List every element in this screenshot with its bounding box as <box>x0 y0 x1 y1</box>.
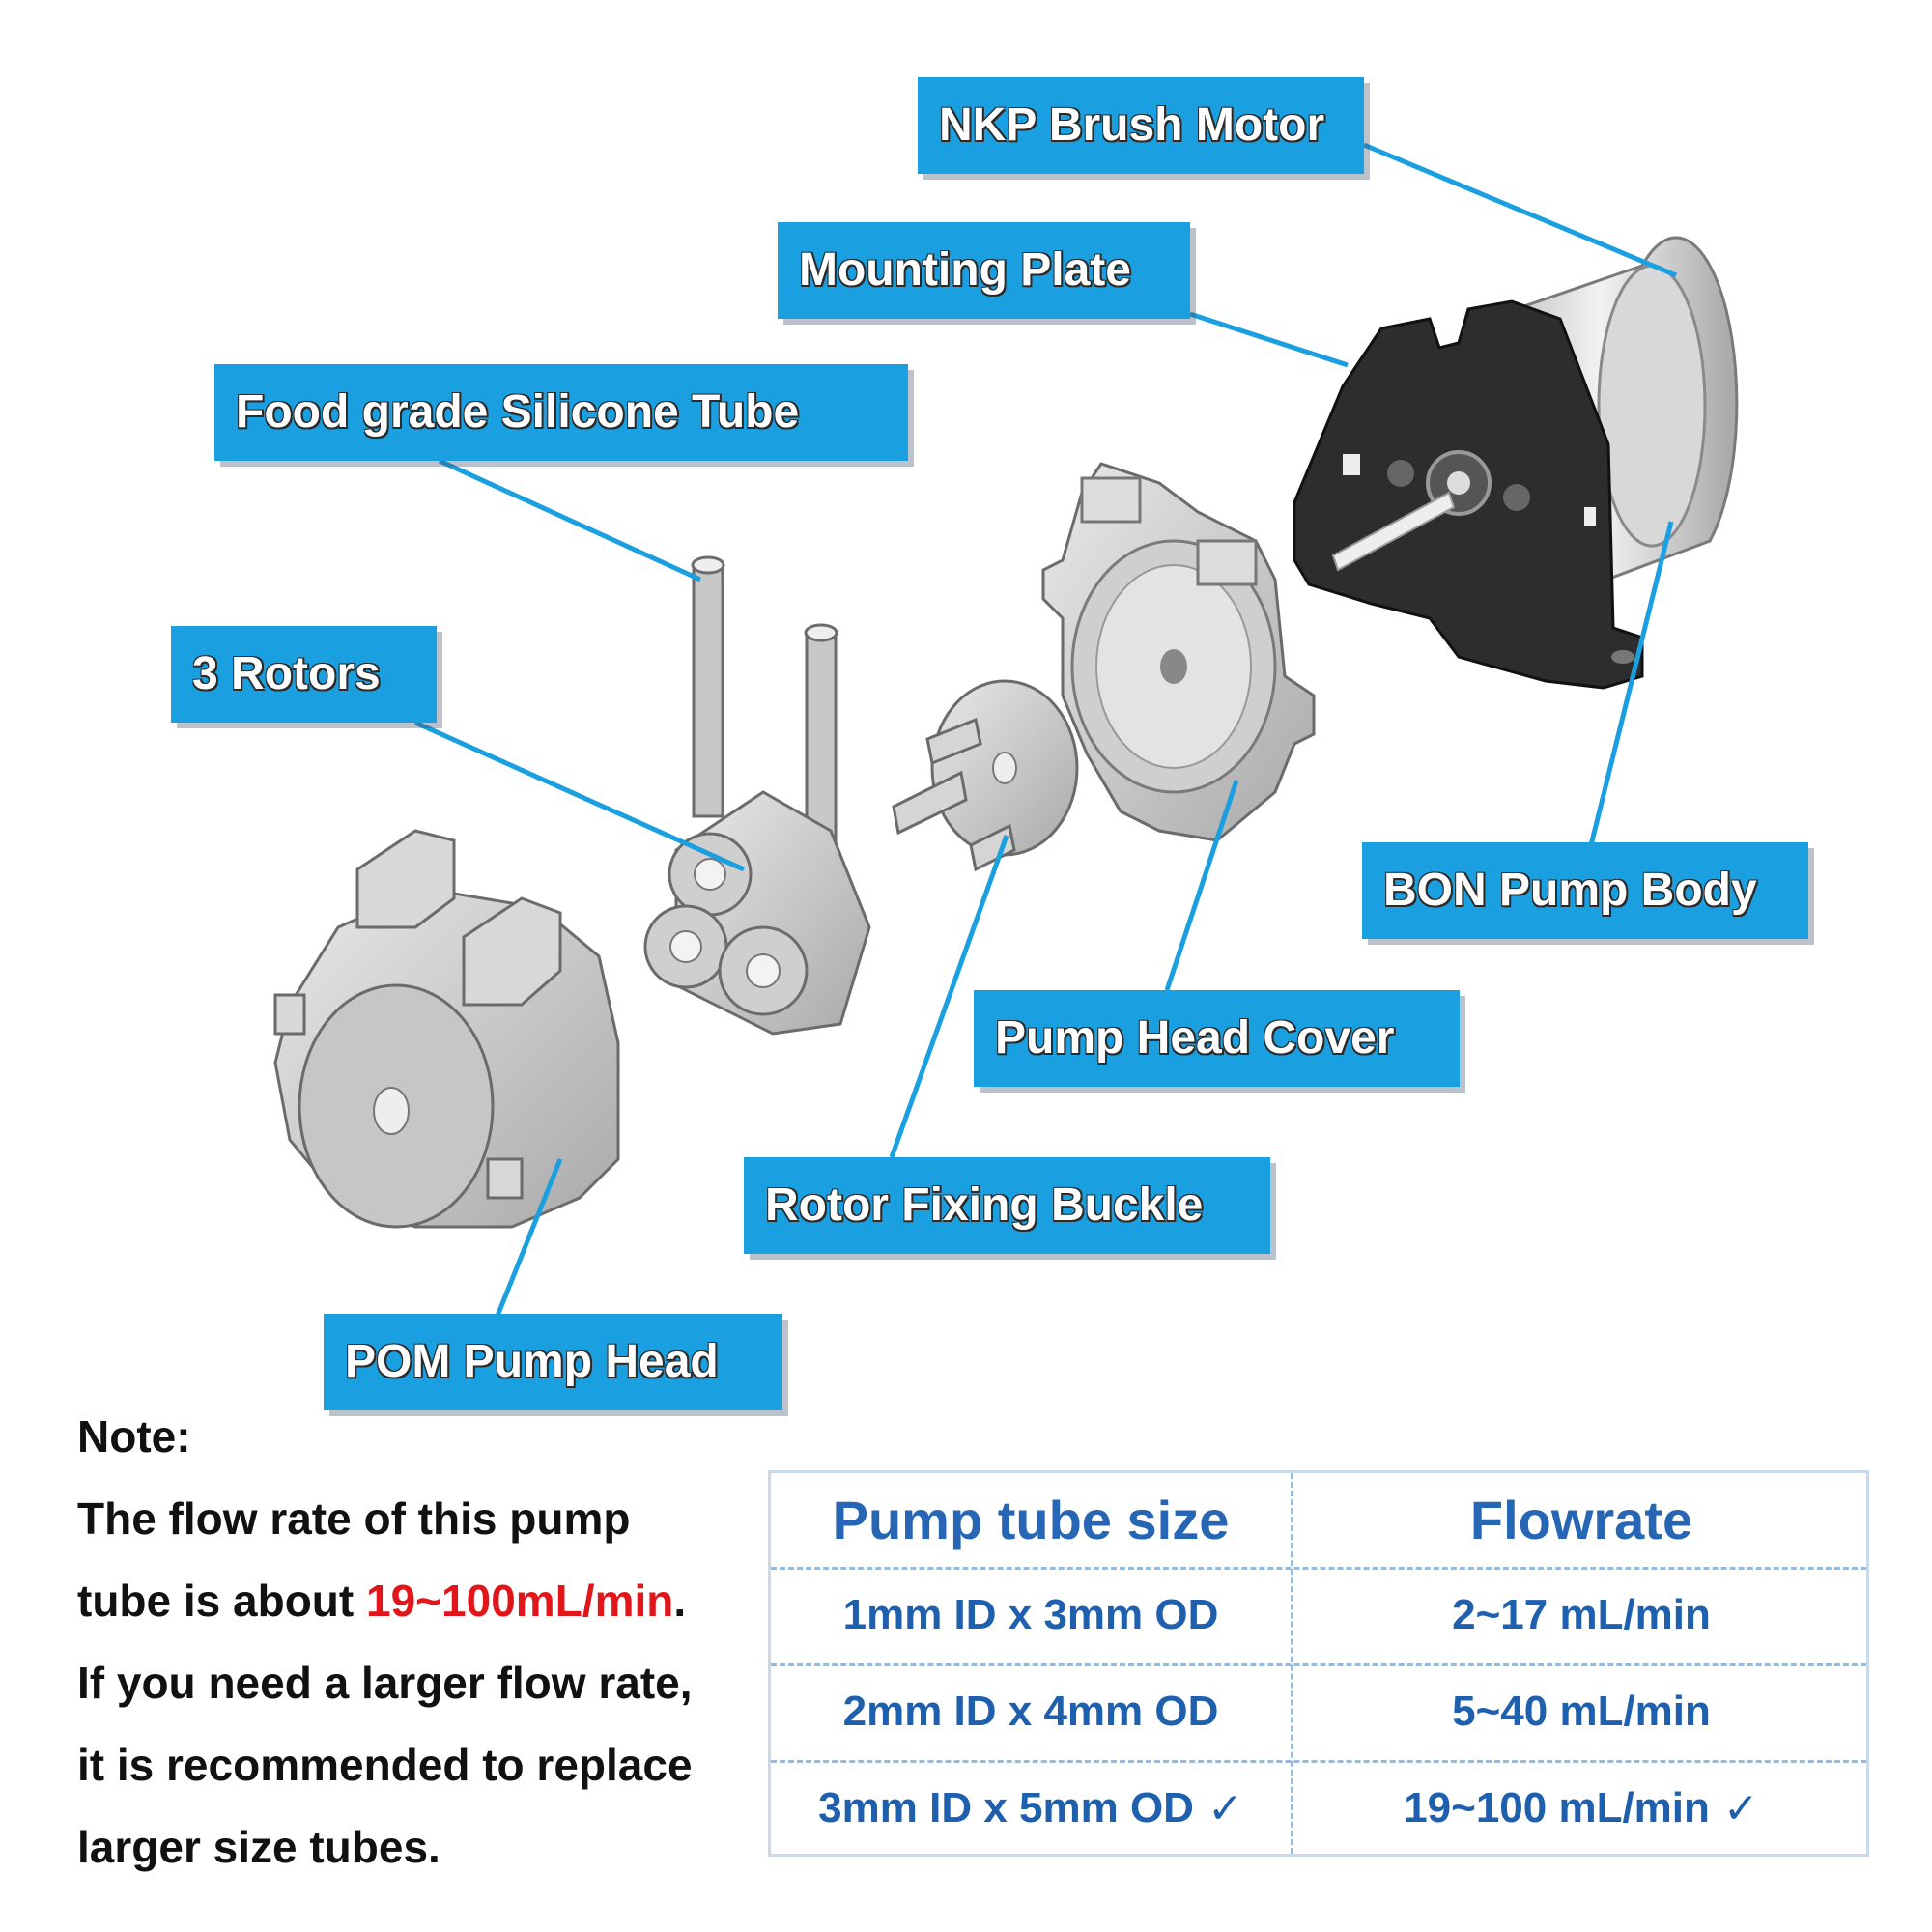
leader-line-pump-body <box>1588 521 1674 846</box>
rotor-fixing-buckle-illustration <box>892 679 1079 872</box>
label-nkp-brush-motor: NKP Brush Motor <box>918 77 1364 174</box>
check-icon: ✓ <box>1207 1784 1243 1833</box>
table-header-size: Pump tube size <box>832 1490 1230 1550</box>
note-line-5: larger size tubes. <box>77 1822 440 1872</box>
note-title: Note: <box>77 1411 191 1462</box>
table-row-3-size: 3mm ID x 5mm OD ✓ <box>771 1760 1291 1857</box>
pump-head-cover-illustration <box>1041 462 1316 842</box>
table-row-3-size-text: 3mm ID x 5mm OD <box>818 1784 1194 1832</box>
leader-line-head-cover <box>1164 780 1239 991</box>
table-row-divider <box>771 1663 1866 1666</box>
note-line-4: it is recommended to replace <box>77 1740 693 1790</box>
label-food-grade-silicone-tube: Food grade Silicone Tube <box>214 364 908 461</box>
table-row-2-flow: 5~40 mL/min <box>1452 1688 1711 1735</box>
check-icon: ✓ <box>1722 1784 1759 1833</box>
note-line-2-suffix: . <box>673 1576 687 1626</box>
leader-line-motor <box>1363 142 1677 278</box>
table-row-1-flow: 2~17 mL/min <box>1452 1591 1711 1638</box>
table-row-2-size: 2mm ID x 4mm OD <box>842 1688 1219 1735</box>
leader-line-pump-head <box>495 1158 563 1317</box>
table-row-3-flow: 19~100 mL/min✓ <box>1291 1760 1872 1857</box>
mounting-plate-illustration <box>1293 299 1644 690</box>
label-bon-pump-body: BON Pump Body <box>1362 842 1808 939</box>
leader-line-tube <box>438 458 702 582</box>
table-row-1-size: 1mm ID x 3mm OD <box>842 1591 1219 1638</box>
label-rotor-fixing-buckle: Rotor Fixing Buckle <box>744 1157 1270 1254</box>
table-row-divider <box>771 1567 1866 1570</box>
leader-line-rotors <box>413 720 746 872</box>
table-row-divider <box>771 1760 1866 1763</box>
note-line-3: If you need a larger flow rate, <box>77 1658 693 1708</box>
label-3-rotors: 3 Rotors <box>171 626 437 723</box>
label-mounting-plate: Mounting Plate <box>778 222 1190 319</box>
table-header-flowrate: Flowrate <box>1469 1490 1693 1550</box>
note-line-2-prefix: tube is about <box>77 1576 355 1626</box>
leader-line-buckle <box>889 835 1009 1158</box>
leader-lines <box>413 142 1677 1317</box>
note-line-1: The flow rate of this pump <box>77 1493 631 1544</box>
rotors-and-tube-illustration <box>643 555 871 1036</box>
label-pom-pump-head: POM Pump Head <box>324 1314 782 1410</box>
note-line-2: tube is about 19~100mL/min. <box>77 1560 753 1642</box>
flowrate-table: Pump tube size Flowrate 1mm ID x 3mm OD … <box>768 1470 1869 1857</box>
leader-line-plate <box>1189 311 1349 368</box>
pom-pump-head-illustration <box>273 829 620 1229</box>
label-pump-head-cover: Pump Head Cover <box>974 990 1460 1087</box>
note-block: Note: The flow rate of this pump tube is… <box>77 1396 753 1889</box>
note-flow-highlight: 19~100mL/min <box>366 1576 674 1626</box>
table-row-3-flow-text: 19~100 mL/min <box>1404 1784 1710 1832</box>
